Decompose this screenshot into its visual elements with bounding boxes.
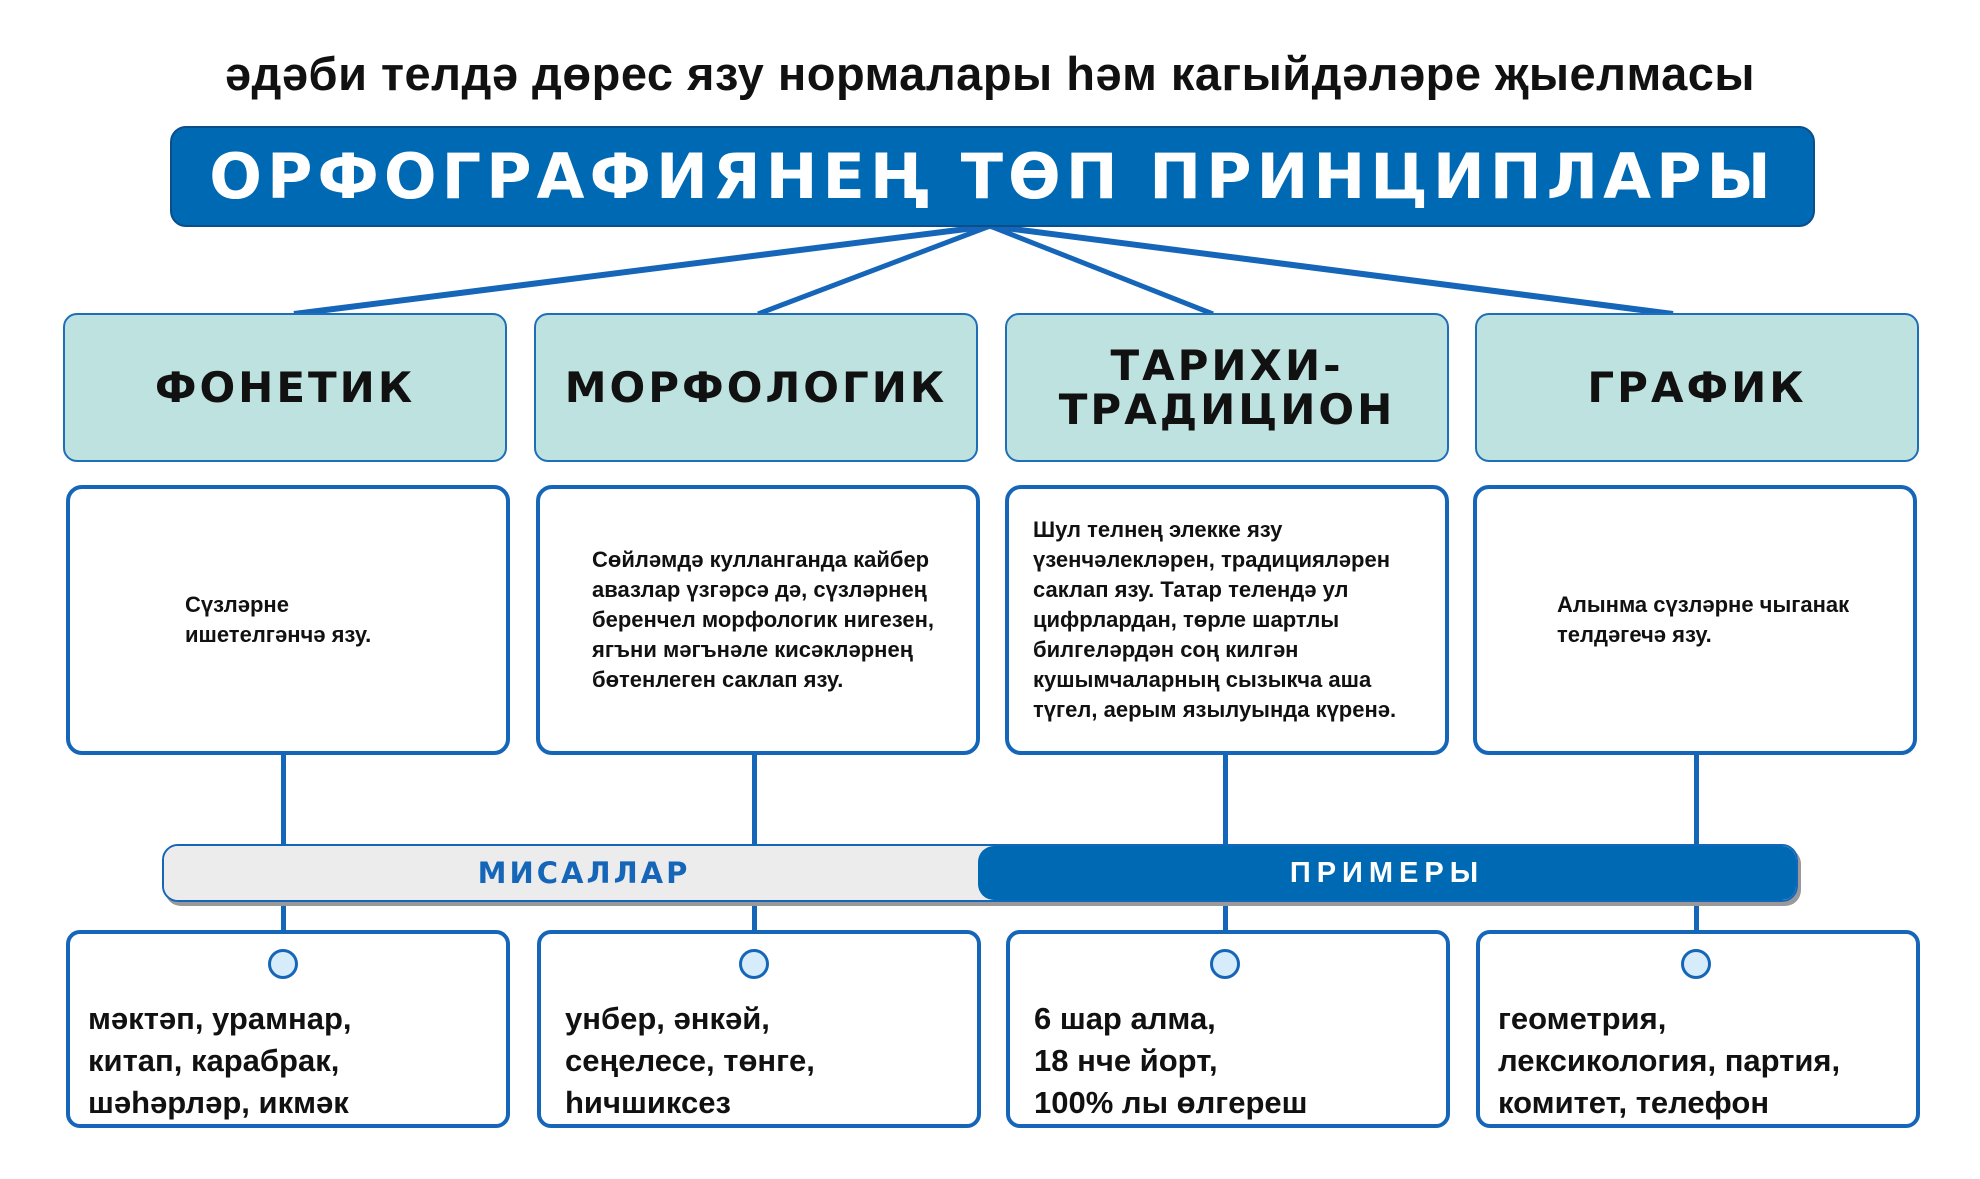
connector-dot-icon xyxy=(739,949,769,979)
description-text: Алынма сүзләрне чыганак телдәгечә язу. xyxy=(1557,592,1850,647)
example-line: 18 нче йорт, xyxy=(1034,1043,1218,1078)
examples-tarihi-tradicion: 6 шар алма, 18 нче йорт, 100% лы өлгереш xyxy=(1006,930,1450,1128)
example-line: китап, карабрак, xyxy=(88,1043,340,1078)
description-text: Сүзләрне ишетелгәнчә язу. xyxy=(185,592,372,647)
description-text: Шул телнең элекке язу үзенчәлекләрен, тр… xyxy=(1033,517,1397,722)
main-title-banner: ОРФОГРАФИЯНЕҢ ТӨП ПРИНЦИПЛАРЫ xyxy=(170,126,1815,227)
connector-tarihi xyxy=(989,223,1214,317)
example-line: унбер, әнкәй, xyxy=(565,1001,770,1036)
connector-grafik xyxy=(989,223,1674,317)
description-tarihi-tradicion: Шул телнең элекке язу үзенчәлекләрен, тр… xyxy=(1005,485,1449,755)
examples-bar: МИСАЛЛАР ПРИМЕРЫ xyxy=(162,844,1798,902)
example-line: 100% лы өлгереш xyxy=(1034,1085,1308,1120)
example-line: шәһәрләр, икмәк xyxy=(88,1085,349,1120)
subtitle: әдәби телдә дөрес язу нормалары һәм кагы… xyxy=(224,47,1756,100)
connector-dot-icon xyxy=(1681,949,1711,979)
examples-fonetik: мәктәп, урамнар, китап, карабрак, шәһәрл… xyxy=(66,930,510,1128)
category-grafik: ГРАФИК xyxy=(1475,313,1919,462)
connector-morfologik xyxy=(757,223,991,317)
description-fonetik: Сүзләрне ишетелгәнчә язу. xyxy=(66,485,510,755)
example-line: лексикология, партия, xyxy=(1498,1043,1841,1078)
category-tarihi-tradicion: ТАРИХИ-ТРАДИЦИОН xyxy=(1005,313,1449,462)
example-line: сеңелесе, төнге, xyxy=(565,1043,815,1078)
example-line: комитет, телефон xyxy=(1498,1085,1770,1120)
category-fonetik: ФОНЕТИК xyxy=(63,313,507,462)
connector-fonetik xyxy=(293,223,991,317)
example-line: 6 шар алма, xyxy=(1034,1001,1216,1036)
connector-dot-icon xyxy=(268,949,298,979)
example-line: һичшиксез xyxy=(565,1085,731,1120)
description-grafik: Алынма сүзләрне чыганак телдәгечә язу. xyxy=(1473,485,1917,755)
description-morfologik: Сөйләмдә кулланганда кайбер авазлар үзгә… xyxy=(536,485,980,755)
connector-dot-icon xyxy=(1210,949,1240,979)
example-line: мәктәп, урамнар, xyxy=(88,1001,352,1036)
description-text: Сөйләмдә кулланганда кайбер авазлар үзгә… xyxy=(592,547,935,692)
category-morfologik: МОРФОЛОГИК xyxy=(534,313,978,462)
examples-label-russian: ПРИМЕРЫ xyxy=(978,846,1796,900)
example-line: геометрия, xyxy=(1498,1001,1667,1036)
examples-label-tatar: МИСАЛЛАР xyxy=(164,846,994,900)
